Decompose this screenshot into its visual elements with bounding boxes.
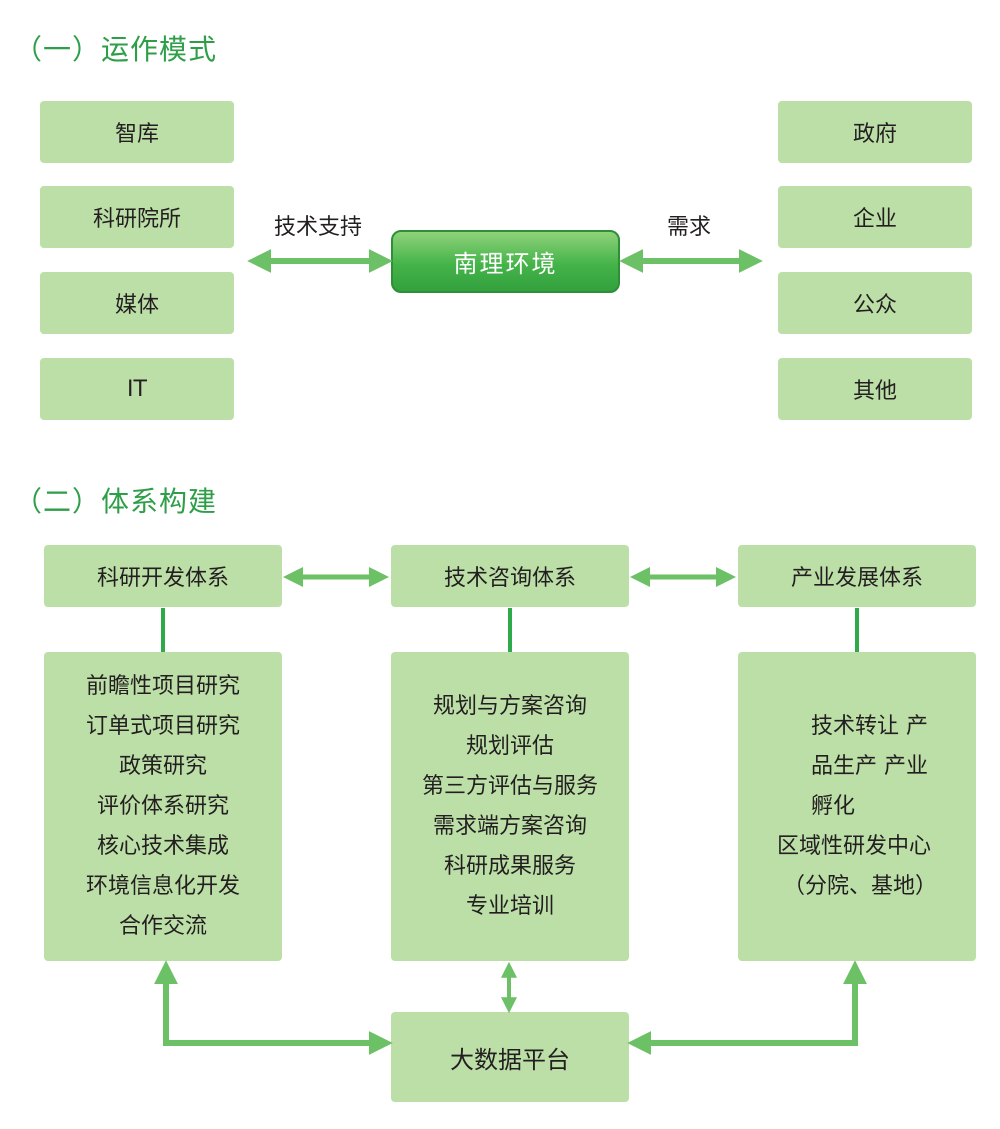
header-industry-system: 产业发展体系 (738, 545, 976, 607)
industry-item: （分院、基地） (782, 873, 937, 899)
industry-system-details: 技术转让 产 品生产 产业 孵化 区域性研发中心 （分院、基地） (738, 652, 976, 961)
rd-item: 订单式项目研究 (85, 713, 240, 739)
arrow-rd-platform (154, 960, 393, 1055)
left-item-think-tank: 智库 (40, 101, 234, 163)
rd-item: 前瞻性项目研究 (85, 673, 240, 699)
left-item-media: 媒体 (40, 272, 234, 334)
header-rd-system: 科研开发体系 (44, 545, 282, 607)
right-item-public: 公众 (778, 272, 972, 334)
right-item-government: 政府 (778, 101, 972, 163)
industry-text-block: 技术转让 产 品生产 产业 孵化 区域性研发中心 （分院、基地） (777, 707, 937, 907)
industry-item: 品生产 产业 (810, 753, 928, 779)
consulting-item: 第三方评估与服务 (421, 773, 598, 799)
rd-item: 评价体系研究 (96, 793, 229, 819)
industry-item: 孵化 (810, 793, 855, 819)
header-consulting-system: 技术咨询体系 (391, 545, 629, 607)
rd-item: 核心技术集成 (96, 833, 229, 859)
rd-item: 合作交流 (118, 913, 207, 939)
label-demand: 需求 (667, 215, 712, 240)
left-item-it: IT (40, 358, 234, 420)
consulting-item: 科研成果服务 (443, 853, 576, 879)
rd-item: 环境信息化开发 (85, 873, 240, 899)
center-nanli-environment: 南理环境 (391, 230, 620, 293)
section-title-operation-mode: （一）运作模式 (14, 33, 218, 66)
consulting-item: 专业培训 (465, 893, 554, 919)
section-title-system-construction: （二）体系构建 (14, 485, 218, 518)
right-item-other: 其他 (778, 358, 972, 420)
industry-item: 技术转让 产 (810, 713, 928, 739)
label-technical-support: 技术支持 (274, 215, 363, 240)
big-data-platform: 大数据平台 (391, 1012, 629, 1102)
rd-system-details: 前瞻性项目研究 订单式项目研究 政策研究 评价体系研究 核心技术集成 环境信息化… (44, 652, 282, 961)
consulting-system-details: 规划与方案咨询 规划评估 第三方评估与服务 需求端方案咨询 科研成果服务 专业培… (391, 652, 629, 961)
rd-item: 政策研究 (118, 753, 207, 779)
left-item-research-institutes: 科研院所 (40, 186, 234, 248)
arrow-industry-platform (627, 960, 867, 1055)
consulting-item: 规划评估 (465, 733, 554, 759)
right-item-enterprise: 企业 (778, 186, 972, 248)
consulting-item: 规划与方案咨询 (432, 693, 587, 719)
consulting-item: 需求端方案咨询 (432, 813, 587, 839)
industry-item: 区域性研发中心 (776, 833, 931, 859)
